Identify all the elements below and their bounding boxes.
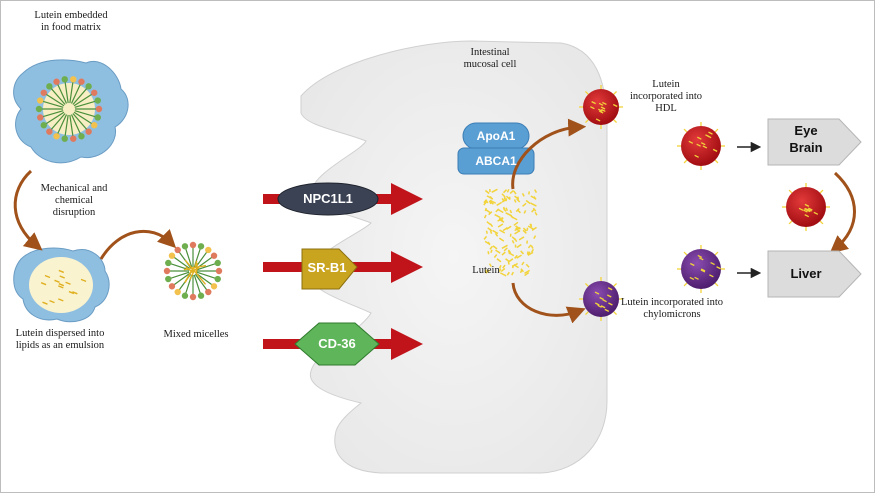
mixed-micelle-head	[205, 289, 211, 295]
liver-label: Liver	[771, 266, 841, 281]
particle-surface-dash	[614, 120, 617, 123]
label-hdl: Lutein incorporated into HDL	[627, 79, 705, 115]
food-micelle-head	[85, 83, 91, 89]
cd36-label: CD-36	[301, 336, 373, 351]
npc1l1-label: NPC1L1	[283, 191, 373, 206]
mixed-micelle-head	[165, 276, 171, 282]
food-micelle-head	[96, 106, 102, 112]
particle-surface-dash	[684, 160, 687, 163]
food-micelle-head	[91, 122, 97, 128]
food-micelle-head	[95, 97, 101, 103]
brain-label: Brain	[771, 140, 841, 155]
mixed-micelle-head	[164, 268, 170, 274]
mixed-micelle-head	[169, 253, 175, 259]
mixed-micelle-head	[190, 294, 196, 300]
label-lutein: Lutein	[466, 265, 506, 277]
mixed-micelle-head	[182, 293, 188, 299]
label-chylomicrons: Lutein incorporated into chylomicrons	[619, 297, 725, 321]
food-micelle-head	[62, 135, 68, 141]
mixed-micelle-head	[216, 268, 222, 274]
food-micelle-head	[41, 90, 47, 96]
food-micelle-head	[37, 97, 43, 103]
food-micelle-head	[91, 90, 97, 96]
food-micelle-head	[46, 128, 52, 134]
food-micelle-head	[53, 133, 59, 139]
chylo-particle	[681, 249, 721, 289]
curved-arrow-micelle	[101, 231, 171, 259]
label-emulsion: Lutein dispersed into lipids as an emuls…	[11, 328, 109, 352]
curved-arrow-mech	[15, 171, 37, 246]
mixed-micelle-head	[175, 289, 181, 295]
apoa1-label: ApoA1	[463, 129, 529, 143]
particle-surface-dash	[684, 252, 687, 255]
mixed-micelles	[164, 242, 222, 300]
particle-surface-dash	[820, 190, 823, 193]
lutein-molecule	[488, 251, 489, 254]
mixed-micelle-head	[211, 253, 217, 259]
label-mucosal-cell: Intestinal mucosal cell	[453, 47, 527, 71]
particle-surface-dash	[614, 283, 617, 286]
chylo-particle-cell	[583, 281, 619, 317]
abca1-label: ABCA1	[458, 154, 534, 168]
particle-surface-dash	[715, 129, 718, 132]
lutein-molecule	[491, 231, 492, 234]
mixed-micelle-head	[169, 283, 175, 289]
mixed-micelle-head	[215, 260, 221, 266]
food-micelle-head	[36, 106, 42, 112]
food-micelle-head	[46, 83, 52, 89]
food-micelle-head	[95, 114, 101, 120]
particle-surface-dash	[789, 190, 792, 193]
food-micelle-head	[85, 128, 91, 134]
hdl-particle	[681, 126, 721, 166]
hdl-particle-circ	[786, 187, 826, 227]
mixed-micelle-head	[198, 293, 204, 299]
particle-surface-dash	[614, 312, 617, 315]
food-micelle-head	[70, 76, 76, 82]
food-micelle-head	[70, 135, 76, 141]
mixed-micelle-head	[182, 243, 188, 249]
mixed-micelle-head	[165, 260, 171, 266]
label-food-matrix: Lutein embedded in food matrix	[31, 10, 111, 34]
mixed-micelle-head	[198, 243, 204, 249]
food-micelle-head	[53, 79, 59, 85]
particle-surface-dash	[820, 221, 823, 224]
particle-surface-dash	[684, 283, 687, 286]
particle-surface-dash	[715, 252, 718, 255]
particle-surface-dash	[715, 283, 718, 286]
food-micelle-head	[78, 133, 84, 139]
mixed-micelle-head	[211, 283, 217, 289]
srb1-label: SR-B1	[297, 260, 357, 275]
lutein-molecule	[485, 208, 486, 211]
food-micelle-head	[78, 79, 84, 85]
mixed-micelle-head	[205, 247, 211, 253]
food-micelle-head	[41, 122, 47, 128]
lutein-molecule	[487, 231, 488, 234]
food-micelle-head	[37, 114, 43, 120]
eye-label: Eye	[771, 123, 841, 138]
hdl-particle-cell	[583, 89, 619, 125]
particle-surface-dash	[614, 91, 617, 94]
lutein-molecule	[508, 262, 509, 265]
label-mechanical: Mechanical and chemical disruption	[35, 183, 113, 219]
particle-surface-dash	[684, 129, 687, 132]
label-micelles: Mixed micelles	[151, 329, 241, 341]
curved-arrow-circ	[835, 173, 855, 249]
lutein-molecule	[491, 250, 492, 253]
particle-surface-dash	[789, 221, 792, 224]
particle-surface-dash	[715, 160, 718, 163]
mixed-micelle-head	[190, 242, 196, 248]
food-micelle-head	[62, 76, 68, 82]
mixed-micelle-head	[175, 247, 181, 253]
mixed-micelle-head	[215, 276, 221, 282]
